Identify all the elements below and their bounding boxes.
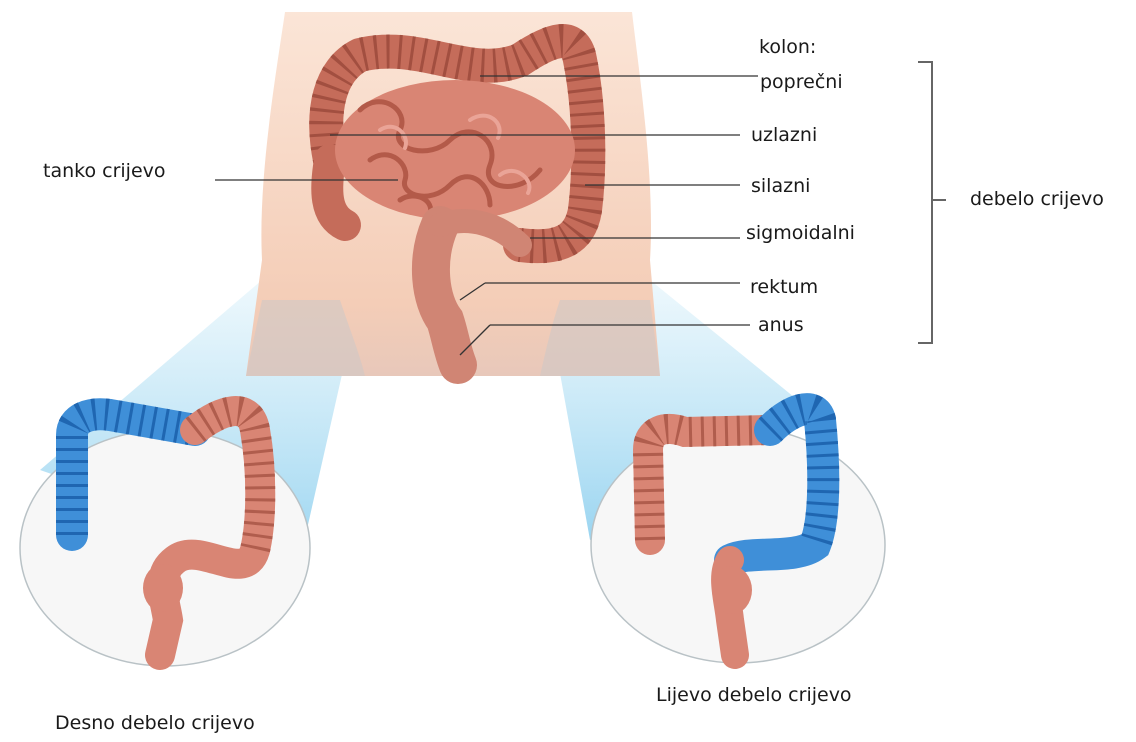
label-debelo-crijevo: debelo crijevo — [970, 190, 1104, 209]
caption-lijevo-debelo-crijevo: Lijevo debelo crijevo — [656, 686, 852, 705]
label-poprecni: poprečni — [760, 73, 843, 92]
zoom-circle-left-colon — [591, 409, 885, 663]
label-silazni: silazni — [751, 177, 810, 196]
label-tanko-crijevo: tanko crijevo — [43, 162, 166, 181]
label-rektum: rektum — [750, 278, 818, 297]
bracket — [918, 62, 946, 343]
label-sigmoidalni: sigmoidalni — [746, 224, 855, 243]
caption-desno-debelo-crijevo: Desno debelo crijevo — [55, 714, 255, 733]
label-anus: anus — [758, 316, 804, 335]
label-kolon: kolon: — [759, 38, 816, 57]
label-uzlazni: uzlazni — [751, 126, 817, 145]
zoom-circle-right-colon — [20, 411, 310, 666]
